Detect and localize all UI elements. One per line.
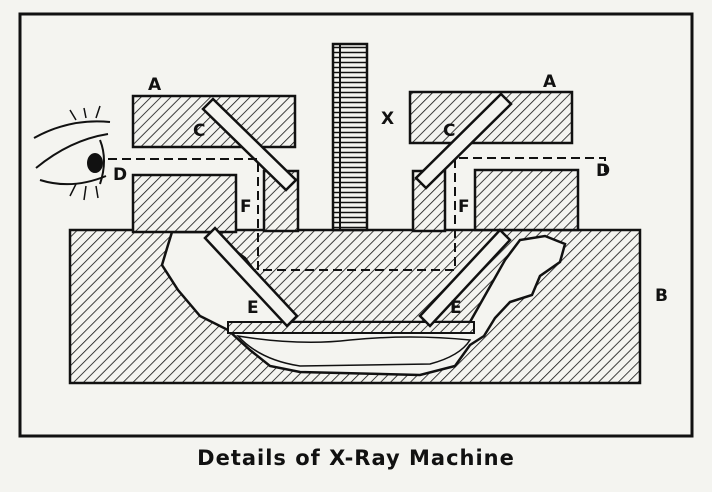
label-b: B	[655, 286, 668, 306]
cavity-plate	[227, 321, 475, 334]
block-a-right	[408, 90, 574, 145]
label-c-left: C	[193, 121, 205, 141]
block-lower-right	[473, 168, 580, 232]
label-x: X	[381, 109, 394, 129]
light-path	[108, 157, 606, 271]
base-block-b	[68, 228, 642, 385]
label-c-right: C	[443, 121, 455, 141]
mirror-e-right	[418, 228, 512, 328]
x-tube	[331, 42, 369, 232]
mirror-e-left	[203, 226, 299, 328]
eye-icon	[33, 105, 111, 201]
label-d-right: D	[596, 161, 610, 181]
cavity-bowl	[235, 334, 472, 367]
label-f-right: F	[458, 197, 470, 217]
label-d-left: D	[113, 165, 127, 185]
mirror-c-right	[414, 92, 513, 190]
label-a-left: A	[148, 75, 162, 95]
label-e-right: E	[450, 298, 462, 318]
block-lower-left	[131, 173, 238, 234]
label-a-right: A	[543, 72, 557, 92]
label-e-left: E	[247, 298, 259, 318]
label-f-left: F	[240, 197, 252, 217]
outer-frame	[18, 12, 694, 438]
diagram-caption: Details of X-Ray Machine	[197, 446, 515, 470]
